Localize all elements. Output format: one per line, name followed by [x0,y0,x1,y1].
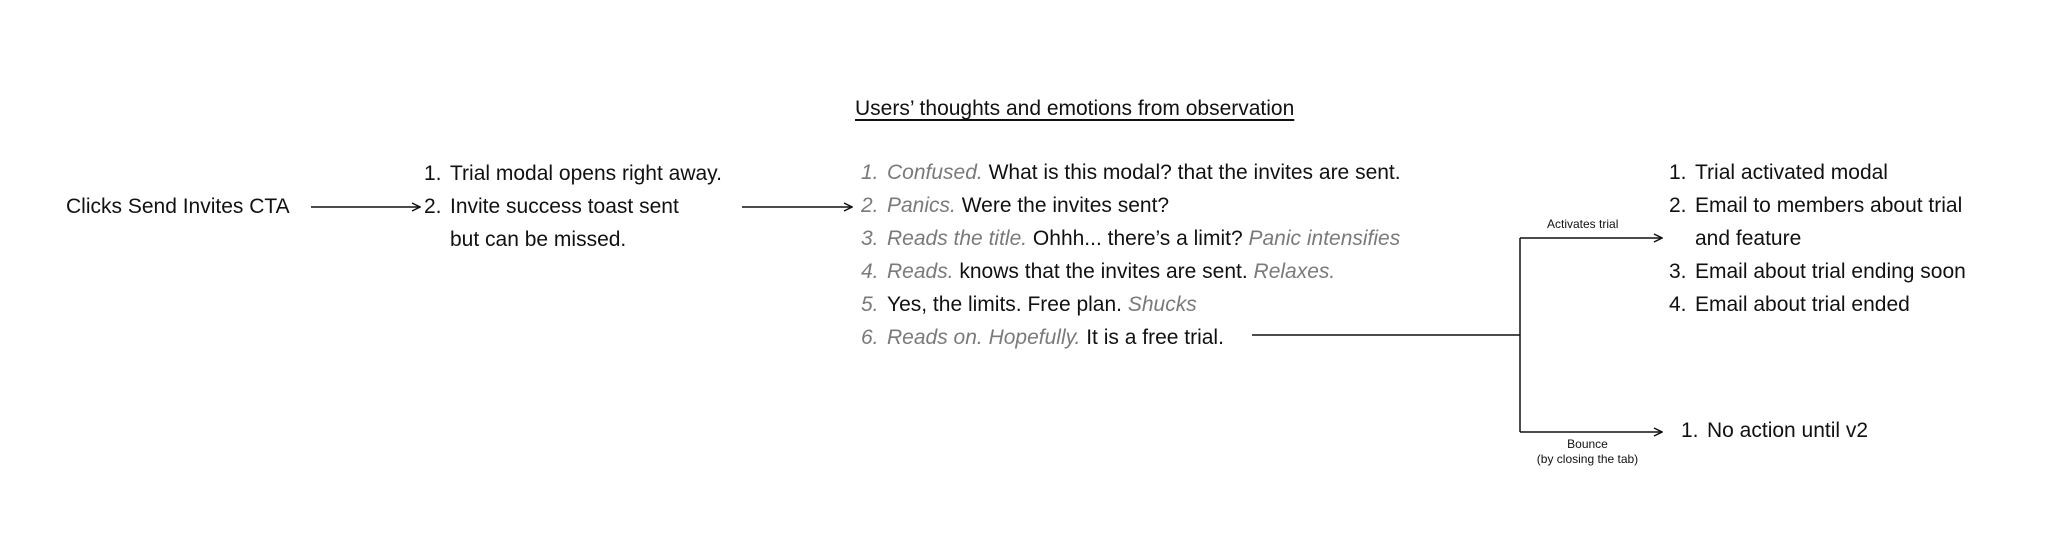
list-item-number: 6. [861,326,879,349]
list-item-number: 1. [1669,161,1687,184]
bounce-label-title: Bounce [1567,437,1608,451]
emotion-after-text: Relaxes. [1253,260,1336,283]
list-item: 3. Reads the title. Ohhh... there’s a li… [861,222,1401,255]
thought-text: knows that the invites are sent. [953,260,1254,283]
list-item: 3. Email about trial ending soon [1669,255,1966,288]
list-item: 6. Reads on. Hopefully. It is a free tri… [861,321,1401,354]
list-item-text: Invite success toast sent [450,195,679,218]
list-item-text: Email to members about trial [1695,194,1963,217]
list-item: 4. Email about trial ended [1669,288,1966,321]
emotion-after-text: Shucks [1127,293,1197,316]
emotion-text: Confused. [887,161,983,184]
list-item-number: 3. [1669,260,1687,283]
emotion-after-text: Panic intensifies [1248,227,1401,250]
thought-text: It is a free trial. [1080,326,1224,349]
list-item-number: 1. [424,162,442,185]
list-item-text-continued: and feature [1695,227,1802,250]
thought-text: Yes, the limits. Free plan. [887,293,1128,316]
emotion-text: Panics. [887,194,956,217]
list-item: 5. Yes, the limits. Free plan. Shucks [861,288,1401,321]
thought-text: Ohhh... there’s a limit? [1027,227,1249,250]
list-item-number: 1. [861,161,879,184]
list-item: 2. Email to members about trial and feat… [1669,189,1966,255]
observation-list: 1. Confused. What is this modal? that th… [861,156,1401,354]
list-item-text: Email about trial ending soon [1695,260,1966,283]
system-response-list: 1. Trial modal opens right away. 2. Invi… [424,157,722,256]
activates-trial-label: Activates trial [1547,217,1619,231]
list-item-number: 4. [861,260,879,283]
observation-title: Users’ thoughts and emotions from observ… [855,97,1295,120]
thought-text: What is this modal? that the invites are… [982,161,1401,184]
list-item: 2. Panics. Were the invites sent? [861,189,1401,222]
list-item-number: 1. [1681,419,1699,442]
emotion-text: Reads the title. [887,227,1028,250]
list-item-number: 2. [861,194,879,217]
thought-text: Were the invites sent? [955,194,1170,217]
list-item: 1. Trial activated modal [1669,156,1966,189]
trigger-label: Clicks Send Invites CTA [66,195,290,218]
bounce-list: 1. No action until v2 [1681,414,1868,447]
list-item-text: Trial activated modal [1695,161,1888,184]
list-item: 1. Confused. What is this modal? that th… [861,156,1401,189]
list-item-number: 2. [1669,194,1687,217]
list-item: 2. Invite success toast sent but can be … [424,190,722,256]
list-item-text-continued: but can be missed. [450,228,627,251]
list-item: 4. Reads. knows that the invites are sen… [861,255,1401,288]
emotion-text: Reads on. Hopefully. [887,326,1081,349]
list-item: 1. Trial modal opens right away. [424,157,722,190]
emotion-text: Reads. [887,260,954,283]
list-item-text: Email about trial ended [1695,293,1910,316]
list-item-text: No action until v2 [1707,419,1869,442]
activates-trial-list: 1. Trial activated modal 2. Email to mem… [1669,156,1966,321]
list-item-number: 2. [424,195,442,218]
list-item-number: 4. [1669,293,1687,316]
bounce-label-subtitle: (by closing the tab) [1536,452,1639,466]
list-item-text: Trial modal opens right away. [450,162,722,185]
list-item-number: 5. [861,293,879,316]
list-item-number: 3. [861,227,879,250]
list-item: 1. No action until v2 [1681,414,1868,447]
bounce-label: Bounce (by closing the tab) [1530,437,1645,467]
